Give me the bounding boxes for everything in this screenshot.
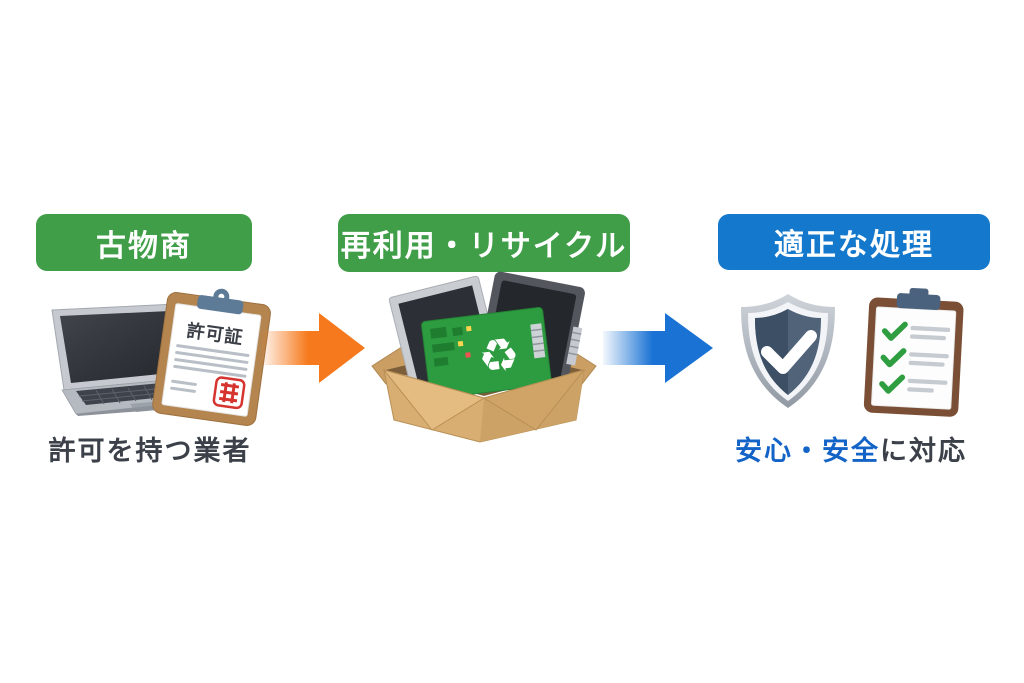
permit-clipboard-icon: 許可証 <box>152 288 271 426</box>
step3-header: 適正な処理 <box>718 214 990 270</box>
checklist-row <box>879 374 948 394</box>
shield-check-icon <box>741 294 835 408</box>
recycle-box-icon: ♻ <box>371 271 597 443</box>
step3-caption-rest: に対応 <box>880 436 967 467</box>
recycle-symbol-icon: ♻ <box>475 326 523 385</box>
step1-caption: 許可を持つ業者 <box>48 436 252 467</box>
step2-header-label: 再利用・リサイクル <box>340 229 628 264</box>
flow-arrow-right-icon <box>603 313 713 383</box>
step1-header: 古物商 <box>36 214 252 271</box>
checklist-row <box>880 348 949 368</box>
checklist-row <box>881 321 951 341</box>
red-seal-stamp-icon <box>212 376 246 410</box>
step3-caption: 安心・安全に対応 <box>716 429 986 468</box>
step3-caption-highlight: 安心・安全 <box>735 436 880 467</box>
circuit-board-icon: ♻ <box>421 306 552 400</box>
flow-arrow-right-icon <box>261 313 365 383</box>
step3-header-label: 適正な処理 <box>774 228 934 263</box>
step1-header-label: 古物商 <box>96 228 192 264</box>
step2-header: 再利用・リサイクル <box>338 214 630 272</box>
checklist-clipboard-icon <box>863 287 964 417</box>
